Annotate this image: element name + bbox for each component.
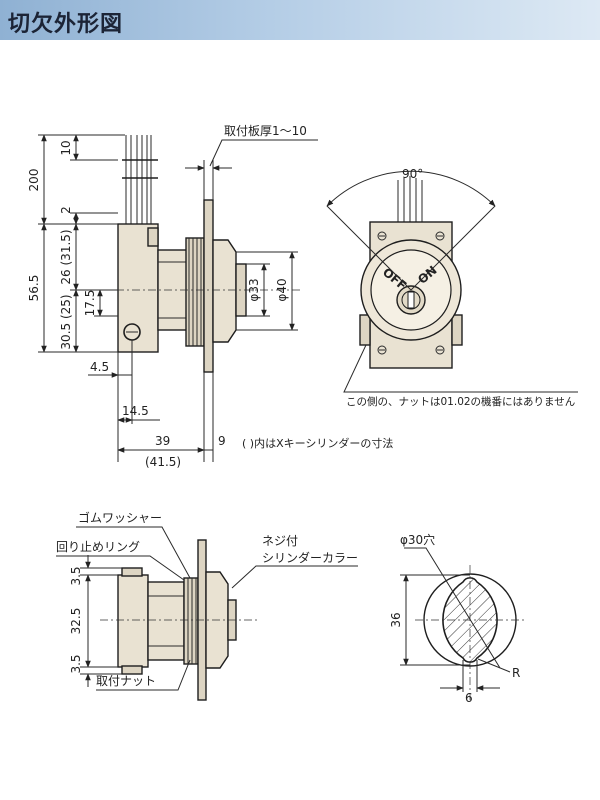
dim-200: 200: [27, 169, 41, 192]
dim-3-5-top: 3.5: [69, 566, 83, 585]
dim-phi33: φ33: [247, 278, 261, 301]
assembly-housing: [147, 581, 185, 661]
dim-39: 39: [155, 434, 170, 448]
front-bezel: [212, 239, 237, 343]
lead-wires: [122, 135, 158, 224]
corner-screws: [377, 231, 445, 355]
side-nut-right: [451, 314, 463, 346]
rubber-washer-label: ゴムワッシャー: [78, 510, 162, 525]
nut-note: この側の、ナットは01.02の機番にはありません: [346, 395, 575, 408]
dim-phi40: φ40: [275, 278, 289, 301]
front-view-drawing: OFF ON 90° この側の、ナットは01.02の機番にはありません: [326, 167, 578, 408]
dim-6: 6: [465, 691, 473, 705]
dim-32-5: 32.5: [69, 608, 83, 635]
dim-10: 10: [59, 140, 73, 155]
dim-36: 36: [389, 612, 403, 627]
key-slot: [407, 291, 415, 309]
mounting-panel: [203, 199, 214, 373]
nut-top-tab: [121, 567, 143, 577]
hole-label: φ30穴: [400, 532, 435, 547]
page-title: 切欠外形図: [8, 12, 124, 37]
dim-9: 9: [218, 434, 226, 448]
dim-2: 2: [59, 206, 73, 214]
cutout-drawing: 36 φ30穴 6 R: [389, 532, 525, 705]
dim-41-5: (41.5): [145, 455, 181, 469]
x-key-note: ( )内はXキーシリンダーの寸法: [242, 436, 393, 450]
dim-26-31-5: 26 (31.5): [59, 229, 73, 284]
terminal-block: [147, 227, 159, 247]
nut-body: [117, 574, 149, 668]
assembly-drawing: 3.5 32.5 3.5 ゴムワッシャー 回り止めリング 取付ナット ネジ付 シ…: [56, 510, 358, 701]
dim-30-5-25: 30.5 (25): [59, 294, 73, 349]
angle-90: 90°: [402, 167, 423, 181]
r-label: R: [512, 666, 520, 680]
threaded-collar-label-1: ネジ付: [262, 534, 298, 548]
dim-56-5: 56.5: [27, 275, 41, 302]
threaded-collar-label-2: シリンダーカラー: [262, 550, 358, 565]
mounting-nut-label: 取付ナット: [96, 674, 156, 688]
nut-bottom-tab: [121, 665, 143, 675]
panel-thickness-label: 取付板厚1～10: [224, 124, 307, 138]
side-nut-left: [359, 314, 371, 346]
dim-17-5: 17.5: [83, 290, 97, 317]
dim-14-5: 14.5: [122, 404, 149, 418]
side-view-drawing: 200 56.5 10 2 26 (31.5) 30.5 (25) 17.5 4…: [27, 124, 393, 469]
dim-4-5: 4.5: [90, 360, 109, 374]
section-header: 切欠外形図: [0, 0, 600, 40]
thread-portion: [185, 237, 205, 347]
dim-3-5-bottom: 3.5: [69, 654, 83, 673]
anti-rotation-ring-label: 回り止めリング: [56, 540, 140, 554]
